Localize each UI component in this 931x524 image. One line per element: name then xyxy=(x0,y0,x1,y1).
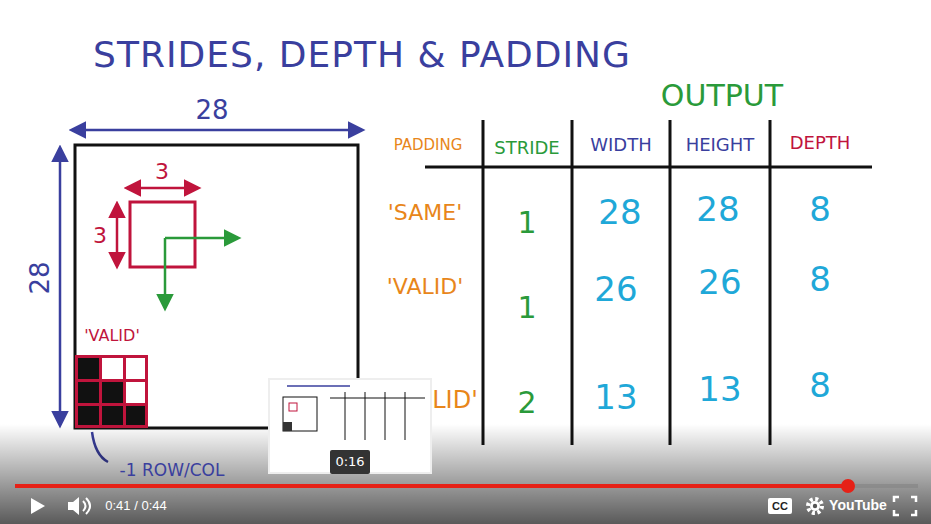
height-arrow xyxy=(59,148,62,425)
table-cell: 13 xyxy=(594,379,637,416)
table-cell: 26 xyxy=(594,271,637,308)
input-square xyxy=(75,145,358,428)
column-header: WIDTH xyxy=(590,135,652,155)
table-cell: LID' xyxy=(432,387,478,413)
progress-handle xyxy=(841,479,855,493)
kernel-width-arrow xyxy=(127,187,198,190)
table-rule xyxy=(669,120,672,445)
column-header: HEIGHT xyxy=(686,135,755,155)
control-shade xyxy=(0,424,931,524)
dimension-label: 3 xyxy=(93,224,107,248)
time-tooltip xyxy=(330,450,370,474)
kernel-height-arrow xyxy=(116,204,119,266)
column-header: PADDING xyxy=(394,137,463,154)
valid-grid xyxy=(75,355,148,428)
table-cell: 26 xyxy=(698,264,741,301)
padding-note: 'VALID' xyxy=(84,327,140,345)
stride-arrow xyxy=(165,237,238,240)
table-rule xyxy=(425,166,872,169)
table-heading: OUTPUT xyxy=(661,79,783,112)
column-header: DEPTH xyxy=(790,133,851,153)
progress-played xyxy=(15,484,848,488)
table-cell: 1 xyxy=(517,291,536,324)
volume-icon xyxy=(83,498,90,514)
note: -1 ROW/COL xyxy=(120,461,225,480)
table-rule xyxy=(571,120,574,445)
time-display: 0:41 / 0:44 xyxy=(105,499,166,513)
title: STRIDES, DEPTH & PADDING xyxy=(93,35,631,75)
table-cell: 28 xyxy=(598,194,641,231)
table-cell: 13 xyxy=(698,371,741,408)
play-icon xyxy=(31,498,45,514)
table-cell: 8 xyxy=(809,367,831,404)
kernel-square xyxy=(130,202,195,267)
youtube-logo: YouTube xyxy=(829,498,887,513)
table-cell: 'SAME' xyxy=(388,201,462,225)
table-cell: 8 xyxy=(809,191,831,228)
volume-icon xyxy=(68,497,79,515)
table-cell: 8 xyxy=(809,261,831,298)
cc-text: CC xyxy=(772,500,788,512)
dimension-label: 28 xyxy=(195,96,228,125)
cc-badge xyxy=(768,498,792,514)
table-cell: 28 xyxy=(696,191,739,228)
table-rule xyxy=(769,120,772,445)
progress-track xyxy=(15,484,918,488)
stride-arrow xyxy=(164,238,167,308)
preview-thumbnail xyxy=(269,379,431,473)
fullscreen-icon xyxy=(894,497,916,515)
table-cell: 1 xyxy=(517,206,536,239)
table-cell: 'VALID' xyxy=(387,275,463,299)
column-header: STRIDE xyxy=(494,138,559,158)
table-cell: 2 xyxy=(517,386,536,419)
settings-icon xyxy=(808,499,822,513)
table-rule xyxy=(482,120,485,445)
time-tooltip-text: 0:16 xyxy=(335,455,364,469)
width-arrow xyxy=(72,129,362,132)
dimension-label: 3 xyxy=(155,160,169,184)
dimension-label: 28 xyxy=(26,261,55,294)
